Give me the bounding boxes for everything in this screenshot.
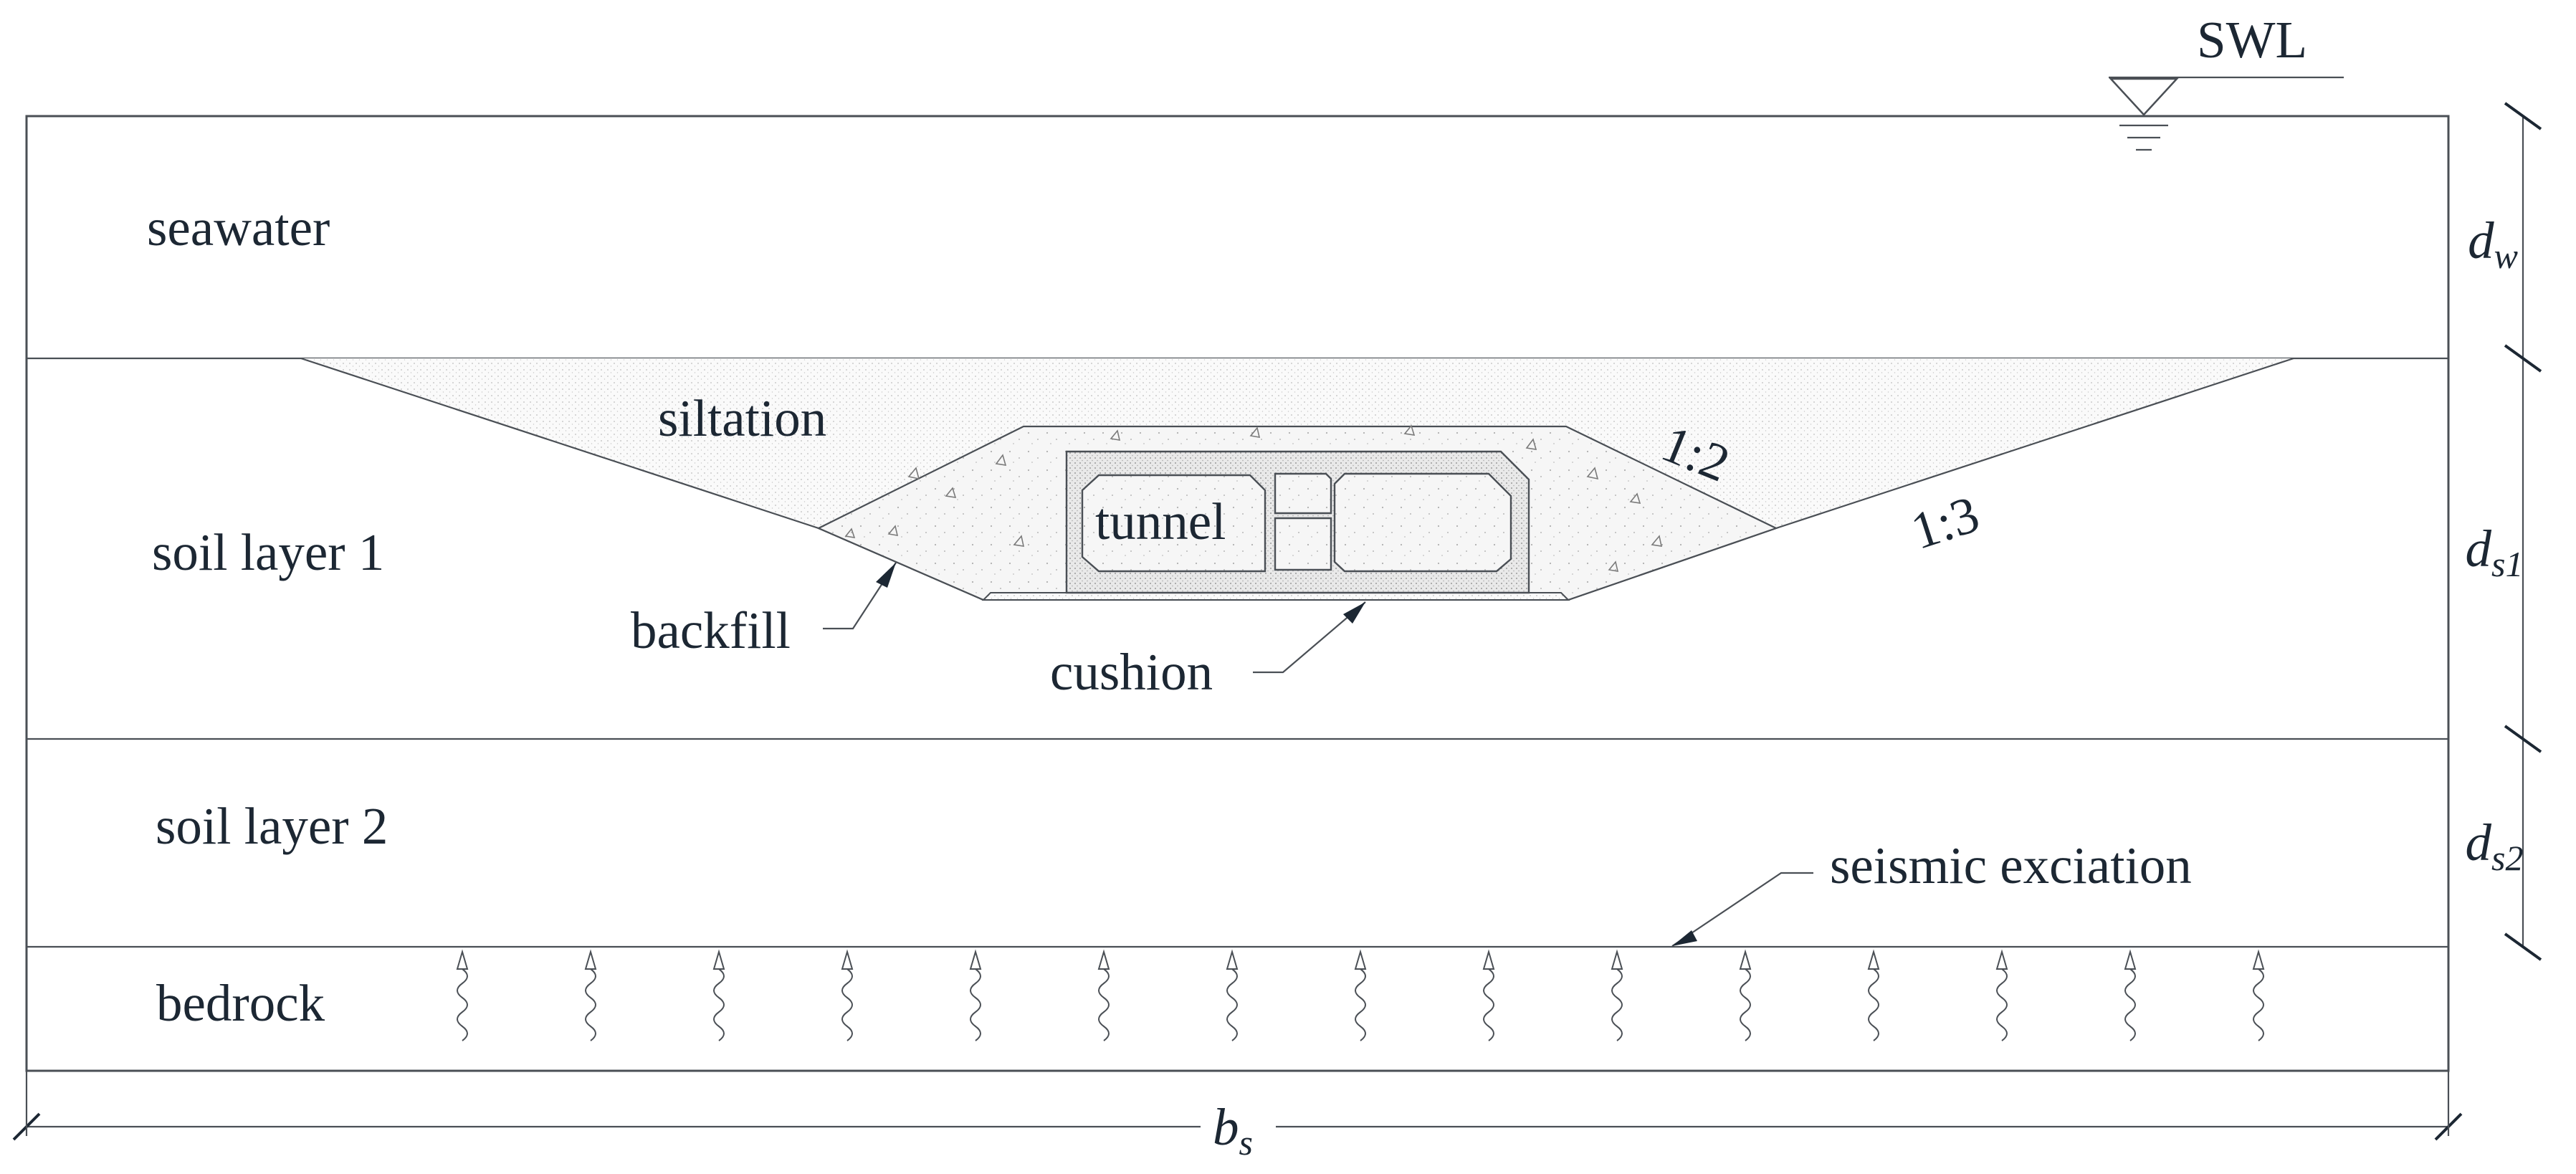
seismic-wave-symbol: [841, 949, 854, 1041]
dim-soil1-depth: ds1: [2466, 520, 2524, 584]
excitation-leader: [1671, 872, 1813, 947]
seismic-wave-symbol: [969, 949, 982, 1041]
soil-layer-1-label: soil layer 1: [152, 523, 384, 581]
cushion-leader: [1253, 601, 1366, 674]
backfill-leader: [823, 562, 897, 630]
vertical-dimension-ticks: [2504, 102, 2542, 961]
cushion-layer: [981, 592, 1570, 601]
seismic-wave-symbol: [1611, 949, 1623, 1041]
seismic-wave-symbol: [2252, 949, 2265, 1041]
dim-width: bs: [1213, 1098, 1253, 1163]
seismic-wave-symbol: [584, 949, 597, 1041]
seismic-wave-symbol: [456, 949, 469, 1041]
cushion-label: cushion: [1050, 643, 1213, 701]
siltation-region: [301, 358, 2294, 528]
swl-label: SWL: [2197, 11, 2307, 69]
seismic-wave-symbol: [1739, 949, 1752, 1041]
seismic-wave-symbol: [1867, 949, 1880, 1041]
backfill-aggregate-marks: [844, 424, 1663, 572]
tunnel-structure: [1065, 450, 1530, 594]
seismic-wave-symbol: [1482, 949, 1495, 1041]
seismic-wave-symbol: [1995, 949, 2008, 1041]
horizontal-dimension-ticks: [12, 1071, 2463, 1141]
dim-water-depth: dw: [2468, 211, 2518, 276]
seismic-wave-symbol: [1097, 949, 1110, 1041]
seismic-wave-symbol: [1226, 949, 1239, 1041]
width-label-background: [1201, 1102, 1276, 1160]
bedrock-label: bedrock: [156, 974, 325, 1032]
siltation-label: siltation: [658, 389, 826, 447]
seawater-label: seawater: [147, 199, 330, 257]
seismic-wave-symbol: [712, 949, 725, 1041]
seismic-wave-symbols: [456, 949, 2265, 1041]
soil-layer-2-label: soil layer 2: [156, 797, 388, 855]
swl-symbol: [2109, 76, 2344, 151]
seismic-wave-symbol: [2124, 949, 2137, 1041]
seismic-wave-symbol: [1354, 949, 1367, 1041]
dim-soil2-depth: ds2: [2466, 813, 2524, 878]
backfill-label: backfill: [631, 601, 791, 659]
seismic-excitation-label: seismic exciation: [1830, 836, 2192, 894]
tunnel-label: tunnel: [1095, 492, 1226, 550]
